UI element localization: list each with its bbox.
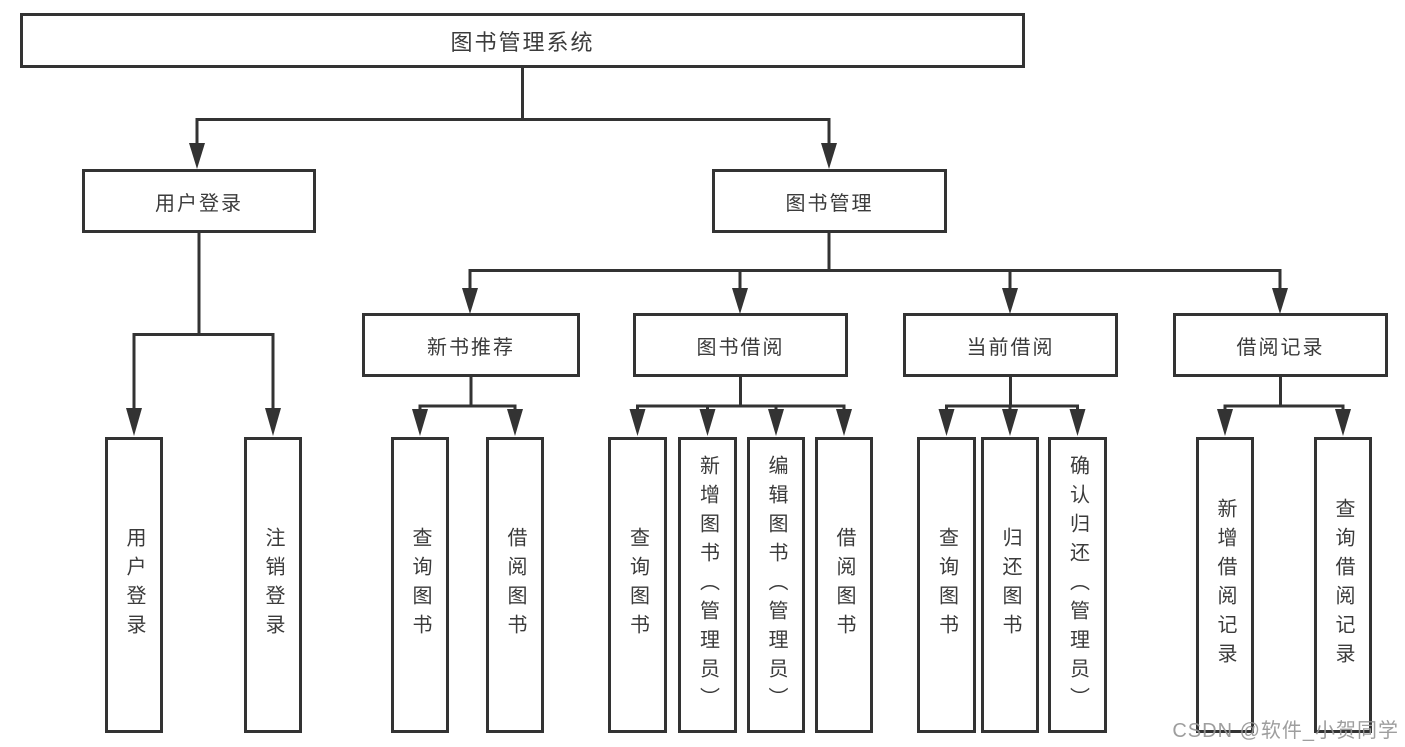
connector-book-borrow-to-leaves [629,377,852,436]
node-book-borrow: 图书借阅 [633,313,848,377]
leaf-borrow-books-recommend: 借阅图书 [486,437,544,733]
leaf-return-books-label: 归还图书 [999,527,1021,643]
leaf-borrow-books-borrow: 借阅图书 [815,437,873,733]
connector-current-borrow-to-leaves [938,377,1086,436]
connector-new-book-recommend-to-leaves [412,377,523,436]
leaf-confirm-return-admin-label: 确认归还（管理员） [1066,454,1089,716]
connector-root-to-level2 [189,68,837,169]
leaf-add-borrow-record: 新增借阅记录 [1196,437,1254,733]
leaf-query-books-current: 查询图书 [917,437,976,733]
leaf-query-books-recommend-label: 查询图书 [409,527,431,643]
leaf-query-books-current-label: 查询图书 [935,527,958,643]
connector-user-login-to-leaves [126,233,281,436]
leaf-query-borrow-record-label: 查询借阅记录 [1332,498,1354,672]
leaf-add-borrow-record-label: 新增借阅记录 [1214,498,1236,672]
leaf-query-borrow-record: 查询借阅记录 [1314,437,1372,733]
leaf-borrow-books-borrow-label: 借阅图书 [833,527,855,643]
node-current-borrow: 当前借阅 [903,313,1118,377]
leaf-add-books-admin-label: 新增图书（管理员） [696,454,719,716]
connector-book-management-to-level3 [462,233,1288,314]
node-root-system: 图书管理系统 [20,13,1025,68]
leaf-query-books-borrow-label: 查询图书 [626,527,649,643]
leaf-add-books-admin: 新增图书（管理员） [678,437,737,733]
leaf-user-login-label: 用户登录 [123,527,145,643]
leaf-borrow-books-recommend-label: 借阅图书 [504,527,526,643]
node-new-book-recommend: 新书推荐 [362,313,580,377]
leaf-logout-label: 注销登录 [262,527,284,643]
node-borrow-records: 借阅记录 [1173,313,1388,377]
leaf-logout: 注销登录 [244,437,302,733]
connector-borrow-records-to-leaves [1217,377,1351,436]
node-book-management: 图书管理 [712,169,947,233]
leaf-edit-books-admin-label: 编辑图书（管理员） [765,454,787,716]
csdn-watermark: CSDN @软件_小贺同学 [1172,720,1399,742]
node-user-login: 用户登录 [82,169,316,233]
leaf-edit-books-admin: 编辑图书（管理员） [747,437,805,733]
leaf-user-login: 用户登录 [105,437,163,733]
leaf-confirm-return-admin: 确认归还（管理员） [1048,437,1107,733]
leaf-return-books: 归还图书 [981,437,1039,733]
leaf-query-books-borrow: 查询图书 [608,437,667,733]
leaf-query-books-recommend: 查询图书 [391,437,449,733]
